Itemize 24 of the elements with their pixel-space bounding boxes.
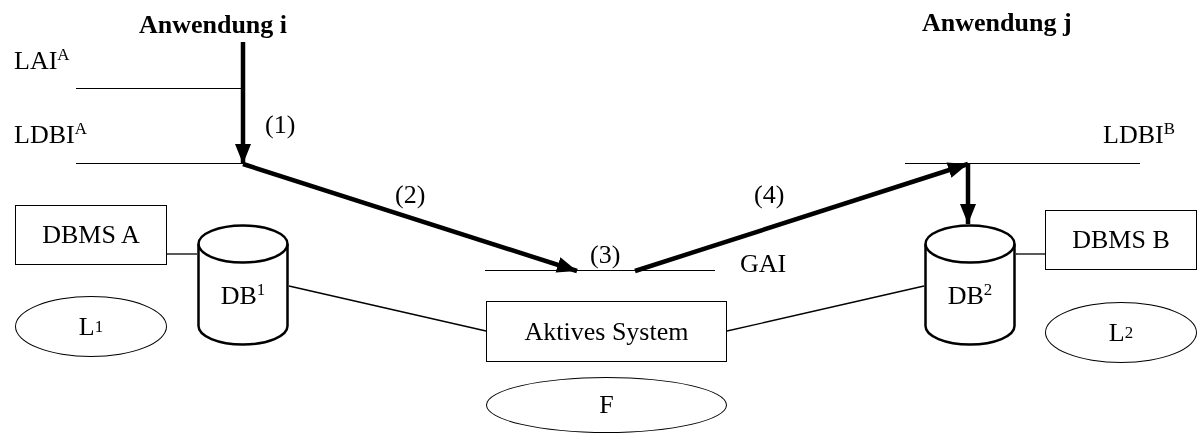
step-label: (3) — [590, 242, 621, 268]
connector-line — [288, 285, 487, 332]
process-box: DBMS A — [15, 205, 167, 265]
edge-label: (4) — [752, 182, 787, 208]
arrow — [634, 161, 969, 274]
interface-label: LDBI$^{B}$ — [1103, 122, 1175, 148]
process-box: DBMS B — [1045, 210, 1197, 270]
edge-label: (2) — [393, 182, 428, 208]
interface-label: LDBI$^{A}$ — [14, 122, 87, 148]
arrow — [242, 161, 578, 274]
arrow — [235, 42, 251, 164]
connector-line — [166, 253, 198, 255]
connector-line — [726, 285, 925, 332]
interface-label: GAI — [740, 251, 787, 277]
interface-label: LAI$^{A}$ — [14, 48, 70, 74]
connector-line — [1015, 253, 1046, 255]
arrow — [960, 164, 976, 224]
heading-text: Anwendung i — [118, 8, 308, 42]
database-cylinder: DB$^{2}$ — [924, 224, 1016, 346]
edge-label: (1) — [263, 112, 298, 138]
heading-text: Anwendung j — [922, 10, 1072, 36]
database-cylinder: DB$^{1}$ — [197, 224, 289, 346]
ellipse-node: F — [486, 377, 727, 433]
process-box: Aktives System — [486, 301, 727, 362]
